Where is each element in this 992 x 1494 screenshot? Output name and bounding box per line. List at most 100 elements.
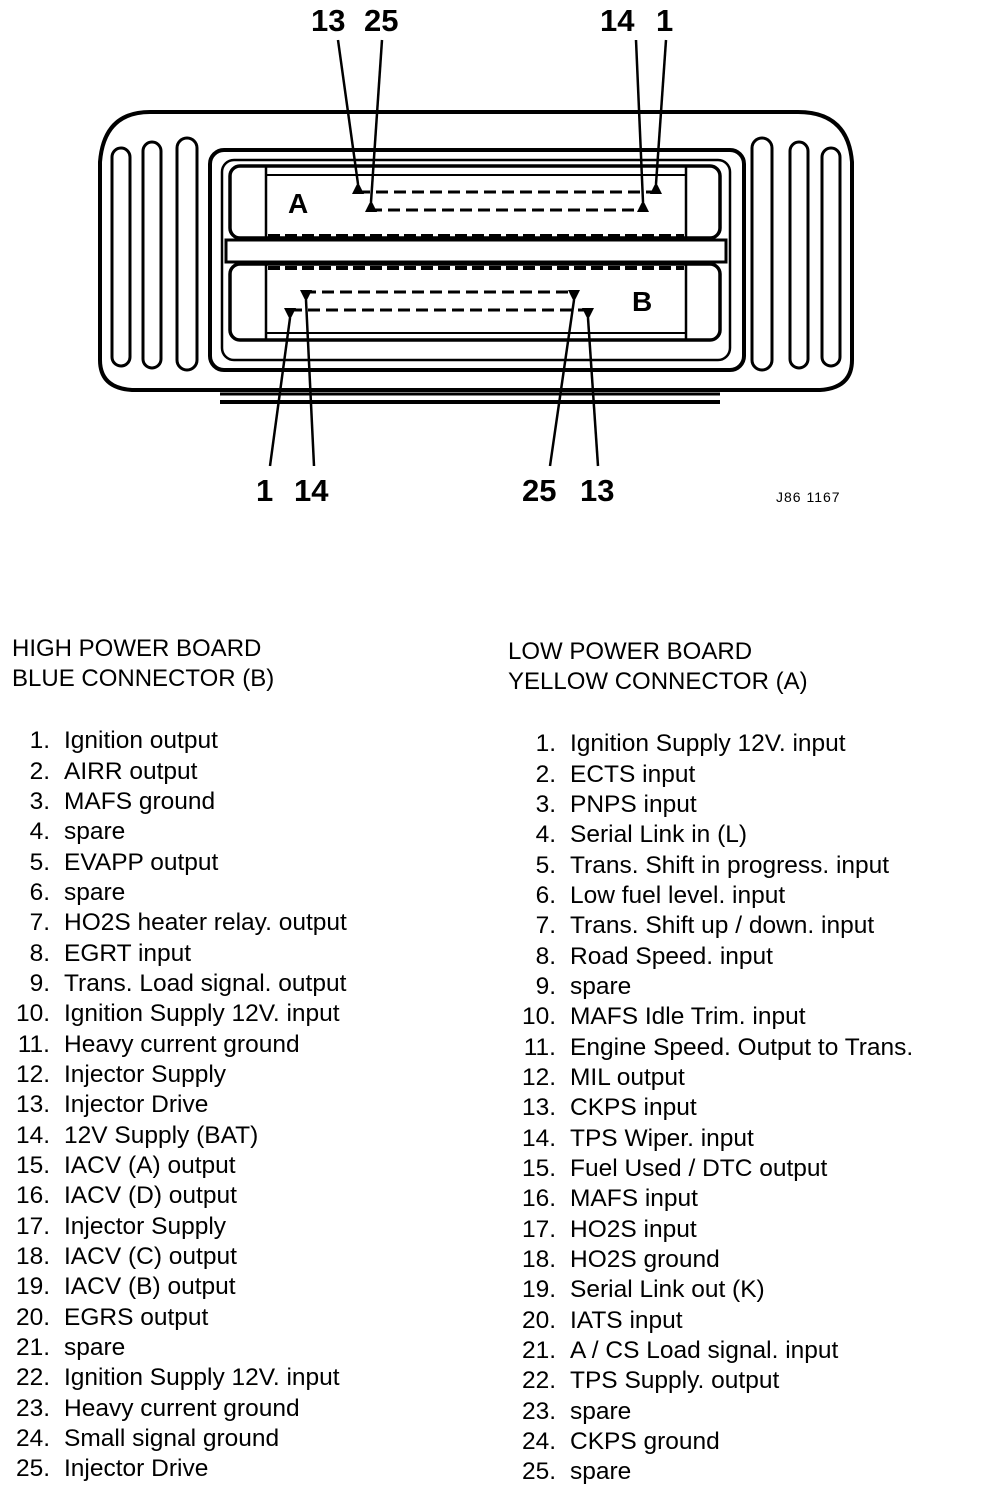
connector-frame [208,148,746,372]
high-power-title: HIGH POWER BOARD [12,635,262,662]
pin-number: 18. [521,1246,556,1274]
pin-number: 24. [521,1428,556,1456]
pin-item: 15. Fuel Used / DTC output [506,1154,913,1184]
pin-description: 12V Supply (BAT) [64,1121,259,1149]
figure-code: J86 1167 [776,489,841,505]
pin-number: 6. [535,881,556,909]
pin-item: 14. TPS Wiper. input [506,1123,913,1153]
pin-item: 20. IATS input [506,1306,913,1336]
pin-description: Serial Link out (K) [570,1276,765,1304]
pin-description: Ignition output [64,727,218,755]
pin-item: 5. EVAPP output [0,847,347,877]
pin-description: Injector Drive [64,1091,209,1119]
pin-description: IATS input [570,1306,683,1334]
pin-number: 22. [521,1367,556,1395]
pin-item: 22. TPS Supply. output [506,1366,913,1396]
pin-item: 20.EGRS output [0,1303,347,1333]
pin-number: 3. [29,787,50,815]
pin-number: 9. [535,972,556,1000]
pin-description: EVAPP output [64,848,219,876]
pin-number: 4. [29,818,50,846]
pin-item: 11.Heavy current ground [0,1029,347,1059]
pin-description: Road Speed. input [570,942,773,970]
pin-number: 1. [29,727,50,755]
pin-description: IACV (B) output [64,1273,236,1301]
pin-item: 24. CKPS ground [506,1427,913,1457]
connector-b-block [228,262,722,342]
pin-description: Fuel Used / DTC output [570,1154,828,1182]
pin-number: 23. [521,1397,556,1425]
pin-description: spare [64,1334,126,1362]
ecm-connector-diagram: A B 13 25 14 1 1 14 25 13 J86 1167 [98,3,854,508]
pin-item: 2.AIRR output [0,756,347,786]
pin-number: 13. [521,1094,556,1122]
pin-number: 11. [523,1033,556,1061]
pin-description: Heavy current ground [64,1030,300,1058]
pin-number: 5. [29,848,50,876]
pin-item: 9.spare [506,972,913,1002]
pin-description: TPS Wiper. input [570,1124,754,1152]
pin-description: Trans. Shift up / down. input [570,912,875,940]
pin-number: 14. [521,1124,556,1152]
pin-description: HO2S heater relay. output [64,909,347,937]
pin-number: 17. [521,1215,556,1243]
pin-description: MAFS input [570,1185,698,1213]
pin-label-top-14: 14 [600,3,635,38]
pin-item: 10. Ignition Supply 12V. input [0,999,347,1029]
low-power-board-column: LOW POWER BOARD YELLOW CONNECTOR (A) [508,637,808,697]
pin-label-bottom-1: 1 [256,473,273,508]
pin-description: Trans. Load signal. output [64,969,347,997]
pin-description: Small signal ground [64,1425,280,1453]
pin-description: CKPS ground [570,1428,720,1456]
pin-number: 8. [29,939,50,967]
vent-slots-left [110,136,199,372]
pin-description: Injector Supply [64,1212,227,1240]
pin-number: 24. [15,1425,50,1453]
pin-description: Ignition Supply 12V. input [64,1000,340,1028]
pin-number: 6. [29,878,50,906]
connector-a-letter: A [288,188,308,219]
pin-description: MIL output [570,1063,685,1091]
pin-description: HO2S input [570,1215,697,1243]
pin-item: 5. Trans. Shift in progress. input [506,850,913,880]
pin-item: 16.IACV (D) output [0,1181,347,1211]
pin-item: 23. spare [506,1397,913,1427]
pin-item: 17.Injector Supply [0,1212,347,1242]
pin-item: 13. CKPS input [506,1093,913,1123]
pin-number: 20. [521,1306,556,1334]
pin-number: 15. [15,1151,50,1179]
pin-item: 21.A / CS Load signal. input [506,1336,913,1366]
pin-item: 12.MIL output [506,1063,913,1093]
pin-number: 10. [15,1000,50,1028]
pin-number: 25. [15,1455,50,1483]
pin-item: 9.Trans. Load signal. output [0,969,347,999]
pin-number: 16. [521,1185,556,1213]
pin-item: 4.spare [0,817,347,847]
pin-item: 12.Injector Supply [0,1060,347,1090]
pin-item: 6.spare [0,878,347,908]
pin-number: 15. [521,1154,556,1182]
pin-description: TPS Supply. output [570,1367,780,1395]
pin-item: 15.IACV (A) output [0,1151,347,1181]
pin-item: 7.Trans. Shift up / down. input [506,911,913,941]
pin-description: Heavy current ground [64,1394,300,1422]
pin-item: 10.MAFS Idle Trim. input [506,1002,913,1032]
pin-number: 5. [535,851,556,879]
pin-item: 8.Road Speed. input [506,941,913,971]
pin-label-top-25: 25 [364,3,398,38]
pin-description: CKPS input [570,1094,697,1122]
pin-item: 6.Low fuel level. input [506,881,913,911]
pin-description: Serial Link in (L) [570,821,748,849]
pin-number: 3. [535,790,556,818]
pin-item: 16. MAFS input [506,1184,913,1214]
pin-item: 19.Serial Link out (K) [506,1275,913,1305]
low-power-subtitle: YELLOW CONNECTOR (A) [508,668,808,695]
pin-description: Trans. Shift in progress. input [570,851,890,879]
high-power-subtitle: BLUE CONNECTOR (B) [12,665,275,692]
pin-description: PNPS input [570,790,697,818]
pin-number: 19. [15,1273,50,1301]
pin-description: spare [570,1397,632,1425]
pin-item: 25.spare [506,1457,913,1487]
high-power-board-column: HIGH POWER BOARD BLUE CONNECTOR (B) [12,634,274,694]
